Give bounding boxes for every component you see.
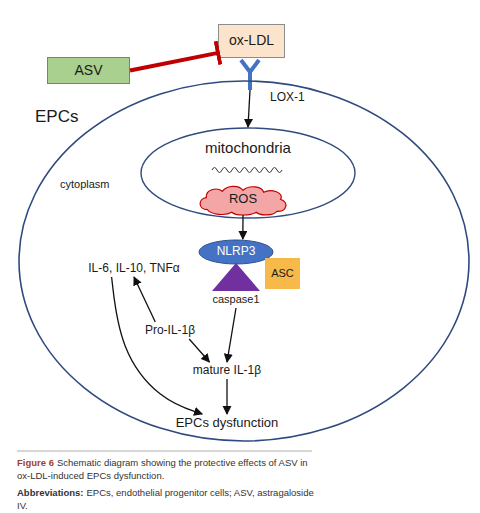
caspase-triangle (212, 263, 260, 291)
abbreviation-heading: Abbreviations: (17, 487, 84, 498)
flow-arrow (189, 339, 209, 362)
flow-arrow (226, 379, 227, 414)
ros-cloud (200, 186, 286, 215)
mtdna-wave (212, 168, 282, 173)
receptor-symbol (241, 60, 259, 90)
inhibition-line (130, 53, 218, 71)
node-label: EPCs dysfunction (176, 416, 279, 430)
caption-rule (17, 451, 312, 452)
cytokine-text: IL-6, IL-10, TNFα (78, 260, 190, 277)
caption-text: Schematic diagram showing the protective… (17, 457, 308, 481)
receptor-symbol-outline (238, 58, 262, 90)
node-label: mitochondria (140, 140, 356, 157)
node-label: cytoplasm (60, 178, 110, 190)
nlrp3-ellipse (199, 240, 273, 264)
node-label: NLRP3 (217, 245, 256, 258)
ligand-box: ox-LDL (218, 24, 285, 58)
flow-arrow (227, 308, 236, 362)
flow-arrow (248, 90, 250, 127)
flow-arrow (134, 277, 155, 322)
node-label: mature IL-1β (193, 364, 261, 377)
node-label: Pro-IL-1β (145, 324, 195, 337)
receptor-symbol: LOX-1 (238, 58, 262, 90)
node-label: EPCs (35, 108, 78, 127)
outcome-text: EPCs dysfunction (165, 414, 289, 432)
nlrp3-ellipse: NLRP3 (198, 239, 274, 265)
cell-ellipse (19, 81, 469, 441)
flow-arrow (112, 277, 203, 414)
ros-cloud: ROS (196, 184, 290, 215)
mature-il1b-text: mature IL-1β (183, 362, 271, 379)
node-label: ASV (74, 63, 102, 78)
caption-line: Abbreviations:EPCs, endothelial progenit… (17, 486, 317, 513)
node-label: ox-LDL (229, 33, 274, 48)
node-label: ROS (229, 192, 257, 206)
caspase-triangle: caspase1 (208, 262, 264, 308)
asc-box: ASC (265, 258, 300, 289)
caption-line: Figure 6Schematic diagram showing the pr… (17, 456, 317, 483)
cell-ellipse: EPCs cytoplasm mitochondriaROS NLRP3ASC casp… (18, 80, 470, 442)
figure-number: Figure 6 (17, 457, 54, 468)
node-label: ASC (271, 267, 294, 279)
node-label: IL-6, IL-10, TNFα (88, 262, 179, 275)
node-label: LOX-1 (270, 91, 305, 104)
mitochondria-ellipse (141, 128, 355, 218)
drug-box: ASV (47, 57, 130, 84)
pro-il1b-text: Pro-IL-1β (138, 322, 202, 339)
node-label: caspase1 (208, 293, 264, 305)
mitochondria-ellipse: mitochondriaROS (140, 127, 356, 219)
caption-block: Figure 6Schematic diagram showing the pr… (17, 456, 317, 513)
